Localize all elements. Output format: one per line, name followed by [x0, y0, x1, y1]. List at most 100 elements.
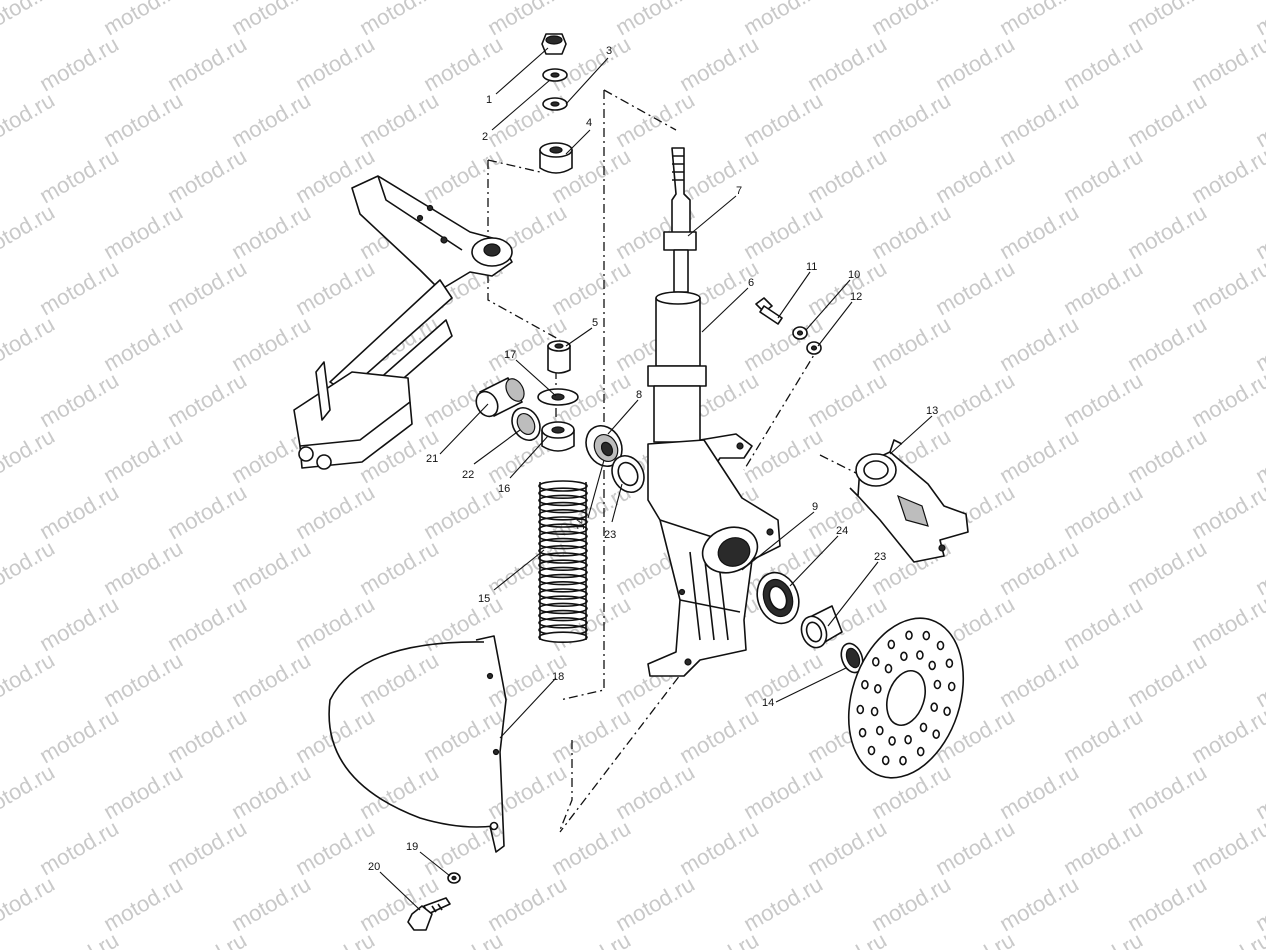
spring-coil	[538, 595, 588, 608]
watermark-text: motod.ru	[995, 535, 1083, 600]
watermark-text: motod.ru	[1187, 143, 1266, 208]
watermark-text: motod.ru	[0, 0, 59, 40]
part-washer-lower	[542, 97, 568, 111]
watermark-text: motod.ru	[1059, 591, 1147, 656]
watermark-text: motod.ru	[1187, 255, 1266, 320]
watermark-text: motod.ru	[291, 255, 379, 320]
watermark-text: motod.ru	[931, 255, 1019, 320]
disc-hole	[905, 630, 913, 641]
watermark-text: motod.ru	[931, 143, 1019, 208]
watermark-text: motod.ru	[163, 591, 251, 656]
spring-coil	[538, 609, 588, 622]
disc-hole	[930, 702, 939, 713]
watermark-text: motod.ru	[675, 927, 763, 950]
spring-coil	[538, 552, 588, 564]
callout-6: 6	[748, 277, 754, 289]
disc-hole	[888, 736, 896, 746]
watermark-text: motod.ru	[35, 31, 123, 96]
watermark-text: motod.ru	[1123, 759, 1211, 824]
watermark-text: motod.ru	[163, 367, 251, 432]
watermark-text: motod.ru	[419, 479, 507, 544]
part-splash-shield	[328, 635, 507, 853]
watermark-text: motod.ru	[1187, 815, 1266, 880]
watermark-text: motod.ru	[227, 647, 315, 712]
disc-hole	[919, 722, 928, 733]
callout-12: 12	[850, 291, 862, 303]
callout-21: 21	[426, 453, 438, 465]
spring-coil	[538, 631, 588, 644]
part-race-lower	[800, 605, 843, 649]
part-bearing-upper	[585, 425, 623, 467]
watermark-text: motod.ru	[867, 871, 955, 936]
spring-coil	[538, 580, 588, 593]
watermark-text: motod.ru	[355, 647, 443, 712]
watermark-text: motod.ru	[675, 703, 763, 768]
disc-hole	[873, 683, 882, 694]
callout-22: 22	[462, 469, 474, 481]
watermark-text: motod.ru	[547, 927, 635, 950]
watermark-text: motod.ru	[611, 871, 699, 936]
spring-coil	[538, 508, 588, 521]
watermark-text: motod.ru	[1251, 87, 1266, 152]
watermark-text: motod.ru	[0, 87, 59, 152]
part-bearing-lower	[840, 642, 864, 674]
watermark-text: motod.ru	[611, 759, 699, 824]
watermark-text: motod.ru	[0, 535, 59, 600]
part-pivot-sleeve	[475, 377, 525, 418]
watermark-text: motod.ru	[227, 311, 315, 376]
watermark-text: motod.ru	[931, 815, 1019, 880]
watermark-text: motod.ru	[35, 815, 123, 880]
watermark-text: motod.ru	[1187, 31, 1266, 96]
watermark-text: motod.ru	[803, 815, 891, 880]
watermark-text: motod.ru	[931, 927, 1019, 950]
watermark-text: motod.ru	[739, 0, 827, 40]
watermark-text: motod.ru	[1251, 535, 1266, 600]
part-nut-12	[806, 341, 822, 355]
watermark-text: motod.ru	[803, 31, 891, 96]
part-seal	[756, 571, 800, 625]
watermark-text: motod.ru	[291, 703, 379, 768]
watermark-text: motod.ru	[1251, 199, 1266, 264]
watermark-text: motod.ru	[99, 311, 187, 376]
part-bump-stop	[541, 421, 575, 452]
spring-coil	[538, 501, 588, 514]
watermark-text: motod.ru	[1123, 199, 1211, 264]
part-spacer-sleeve	[547, 340, 571, 374]
watermark-text: motod.ru	[99, 535, 187, 600]
disc-hole	[947, 681, 956, 692]
part-brake-disc	[847, 617, 965, 779]
watermark-text: motod.ru	[1123, 535, 1211, 600]
spring-coil	[538, 602, 588, 615]
spring-coil	[538, 588, 588, 600]
disc-hole	[867, 745, 876, 756]
watermark-text: motod.ru	[35, 927, 123, 950]
watermark-text: motod.ru	[291, 815, 379, 880]
watermark-text: motod.ru	[1187, 591, 1266, 656]
watermark-text: motod.ru	[931, 31, 1019, 96]
watermark-text: motod.ru	[99, 871, 187, 936]
spring-coil	[538, 559, 588, 572]
watermark-text: motod.ru	[163, 143, 251, 208]
watermark-text: motod.ru	[419, 31, 507, 96]
callout-3: 3	[606, 45, 612, 57]
watermark-text: motod.ru	[995, 871, 1083, 936]
callout-20: 20	[368, 861, 380, 873]
watermark-text: motod.ru	[675, 31, 763, 96]
callout-labels: 1 2 3 4 5 6 7 8 9 10 11 12 13 14 14 15 1…	[368, 45, 938, 873]
watermark-text: motod.ru	[419, 927, 507, 950]
spring-coil	[538, 487, 588, 500]
watermark-text: motod.ru	[867, 199, 955, 264]
watermark-text: motod.ru	[0, 759, 59, 824]
watermark-text: motod.ru	[355, 87, 443, 152]
callout-19: 19	[406, 841, 418, 853]
watermark-text: motod.ru	[739, 647, 827, 712]
callout-15: 15	[478, 593, 490, 605]
part-coil-spring	[538, 480, 588, 644]
watermark-text: motod.ru	[1123, 0, 1211, 40]
watermark-text: motod.ru	[867, 311, 955, 376]
watermark-text: motod.ru	[355, 0, 443, 40]
watermark-text: motod.ru	[611, 0, 699, 40]
callout-5: 5	[592, 317, 598, 329]
part-race-upper	[611, 455, 645, 493]
spring-coil	[538, 544, 588, 557]
